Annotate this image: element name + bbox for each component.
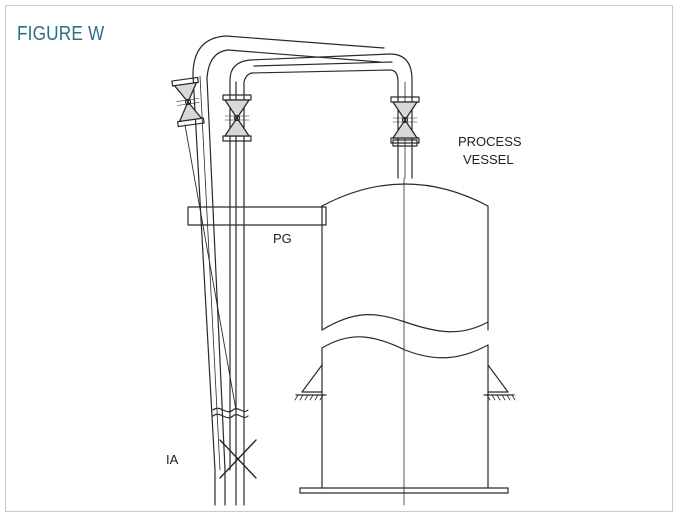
vessel-support-right: [483, 364, 516, 401]
label-ia: IA: [166, 452, 179, 467]
pipe-band: [187, 206, 327, 226]
outer-pipe: [184, 35, 385, 471]
vessel-support-left: [294, 364, 327, 401]
pipe-break: [212, 407, 249, 419]
valve-right: [390, 96, 420, 144]
figure-title: FIGURE W: [17, 23, 105, 45]
ia-closure-mark: [219, 439, 257, 479]
label-vessel: VESSEL: [463, 152, 514, 167]
label-pg: PG: [273, 231, 292, 246]
pipe-bottom: [214, 469, 245, 506]
valve-left: [171, 76, 205, 128]
valve-middle: [222, 94, 252, 142]
label-process: PROCESS: [458, 134, 522, 149]
figure-frame: [5, 5, 673, 512]
process-vessel: [299, 177, 509, 506]
inner-pipe: [229, 53, 418, 471]
